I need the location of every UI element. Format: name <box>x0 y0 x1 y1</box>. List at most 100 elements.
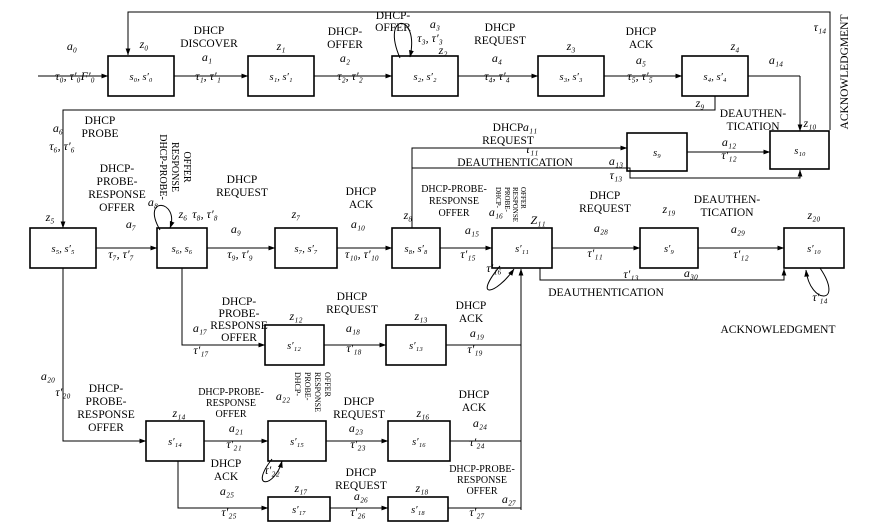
msg-probe-resp-z11-3: RESPONSE <box>511 187 519 222</box>
state-z6-content: s₆, s₆ <box>172 244 193 255</box>
label-a5: a₅ <box>636 53 646 67</box>
state-z20 <box>783 227 845 269</box>
state-z7-content: s₇, s′₇ <box>294 244 317 255</box>
msg-probe-resp-z12-1: DHCP- <box>222 296 257 308</box>
msg-probe-resp-vert-1: DHCP-PROBE- <box>157 134 168 200</box>
msg-offer-2: OFFER <box>327 39 363 51</box>
arrow-a20 <box>62 268 147 444</box>
label-t2: τ₂, τ′₂ <box>337 69 363 83</box>
msg-ack-z17-1: DHCP <box>211 458 242 470</box>
label-a30: a₃₀ <box>684 266 698 280</box>
state-z10-name: z₁₀ <box>802 116 816 130</box>
label-t4: τ₄, τ′₄ <box>484 69 510 83</box>
msg-probe-resp-z14b-1: DHCP-PROBE- <box>198 387 264 398</box>
msg-probe-resp-z14-4: OFFER <box>88 422 124 434</box>
msg-probe-resp-vert-2: RESPONSE <box>169 142 180 192</box>
state-z1 <box>247 55 315 97</box>
label-t5: τ₅, τ′₅ <box>627 69 653 83</box>
state-z16-content: s′₁₆ <box>412 437 426 448</box>
msg-probe-resp-4: OFFER <box>99 202 135 214</box>
state-z7-name: z₇ <box>291 207 301 221</box>
arrow-a13 <box>412 167 803 179</box>
label-a0: a₀ <box>67 39 77 53</box>
msg-request-z17-1: DHCP <box>346 467 377 479</box>
label-a29: a₂₉ <box>731 222 745 236</box>
msg-probe-2: PROBE <box>81 128 118 140</box>
msg-ack-mid-1: DHCP <box>346 186 377 198</box>
state-z10-content: s₁₀ <box>794 146 806 157</box>
state-z4-content: s₄, s′₄ <box>703 72 726 83</box>
msg-deauth-z19-1: DEAUTHEN- <box>694 194 761 206</box>
row-4: s′₁₄ z₁₄ s′₁₅ s′₁₆ z₁₆ a₂₀ τ′₂₀ DHCP- PR… <box>41 268 521 483</box>
msg-probe-resp-z12-4: OFFER <box>221 332 257 344</box>
state-z19-name: z₁₉ <box>661 202 675 216</box>
msg-request-mid-2: REQUEST <box>216 187 268 199</box>
label-t25: τ′₂₅ <box>221 505 236 519</box>
label-t19: τ′₁₉ <box>467 342 482 356</box>
msg-ack-z13-2: ACK <box>459 313 484 325</box>
state-z12-content: s′₁₂ <box>287 341 301 352</box>
msg-ack-z17-2: ACK <box>214 471 239 483</box>
row-1: s₀, s′₀ z₀ s₁, s′₁ z₁ s₂, s′₂ z₂ s₃, s′₃… <box>38 11 831 229</box>
arrow-a11 <box>411 145 628 228</box>
state-z8-content: s₈, s′₈ <box>404 244 427 255</box>
label-a27: a₂₇ <box>502 492 516 506</box>
state-z11 <box>491 227 553 269</box>
state-z3-content: s₃, s′₃ <box>559 72 582 83</box>
row-2-labels: a₆ DHCP PROBE τ₆, τ′₆ DHCP- PROBE- RESPO… <box>49 115 835 336</box>
msg-probe-resp-z14-3: RESPONSE <box>77 409 135 421</box>
state-z18 <box>387 496 449 522</box>
msg-probe-resp-2: PROBE- <box>97 176 138 188</box>
state-z11-content: s′₁₁ <box>515 244 529 255</box>
msg-deauth-z10-1: DEAUTHEN- <box>720 108 787 120</box>
label-z9: z₉ <box>695 96 705 110</box>
msg-ack-z16-1: DHCP <box>459 389 490 401</box>
msg-request-top-1: DHCP <box>485 22 516 34</box>
loop-a8 <box>153 204 175 231</box>
label-a17: a₁₇ <box>193 321 207 335</box>
state-z5-name: z₅ <box>45 210 55 224</box>
label-a19: a₁₉ <box>470 326 484 340</box>
label-t0: τ₀, τ′₀F′₀ <box>55 69 95 83</box>
msg-request-mid-1: DHCP <box>227 174 258 186</box>
msg-deauth-z10-2: TICATION <box>726 121 780 133</box>
label-a21: a₂₁ <box>229 421 243 435</box>
state-z8-name: z₈ <box>403 208 413 222</box>
state-z1-name: z₁ <box>276 39 286 53</box>
msg-probe-resp-1: DHCP- <box>100 163 135 175</box>
msg-deauth-a13: DEAUTHENTICATION <box>457 157 573 169</box>
loop-a22 <box>261 458 283 483</box>
label-a22: a₂₂ <box>276 389 290 403</box>
msg-ack-z13-1: DHCP <box>456 300 487 312</box>
label-a9: a₉ <box>231 222 241 236</box>
label-a24: a₂₄ <box>473 416 487 430</box>
arrow-a25 <box>177 461 269 511</box>
msg-offer-loop-2: OFFER <box>375 22 411 34</box>
msg-probe-resp-z8-3: OFFER <box>438 208 469 219</box>
msg-probe-resp-z11-4: OFFER <box>519 187 527 209</box>
msg-probe-resp-vert-3: OFFER <box>181 151 192 182</box>
label-t20: τ′₂₀ <box>55 385 70 399</box>
state-z13-name: z₁₃ <box>413 309 427 323</box>
msg-probe-resp-z15-2: PROBE- <box>303 372 312 401</box>
state-z2-name: z₂ <box>438 43 448 57</box>
label-t23: τ′₂₃ <box>350 437 365 451</box>
msg-probe-resp-z14-2: PROBE- <box>86 396 127 408</box>
label-t27: τ′₂₇ <box>469 505 484 519</box>
msg-request-top-2: REQUEST <box>474 35 526 47</box>
loop-a3 <box>393 22 414 59</box>
state-z17-content: s′₁₇ <box>292 505 306 516</box>
label-t26: τ′₂₆ <box>350 505 365 519</box>
label-a23: a₂₃ <box>349 421 363 435</box>
state-z17 <box>267 496 331 522</box>
msg-acknowledgment-bottom: ACKNOWLEDGMENT <box>721 324 836 336</box>
msg-probe-resp-z14b-2: RESPONSE <box>206 398 256 409</box>
label-a3: a₃ <box>430 17 440 31</box>
loop-a16 <box>486 265 515 291</box>
label-a16: a₁₆ <box>489 205 503 219</box>
label-t13: τ₁₃ <box>610 168 623 182</box>
label-a4: a₄ <box>492 51 502 65</box>
state-z11-name: Z₁₁ <box>530 213 545 227</box>
state-z20-name: z₂₀ <box>806 208 820 222</box>
label-t21: τ′₂₁ <box>226 437 241 451</box>
